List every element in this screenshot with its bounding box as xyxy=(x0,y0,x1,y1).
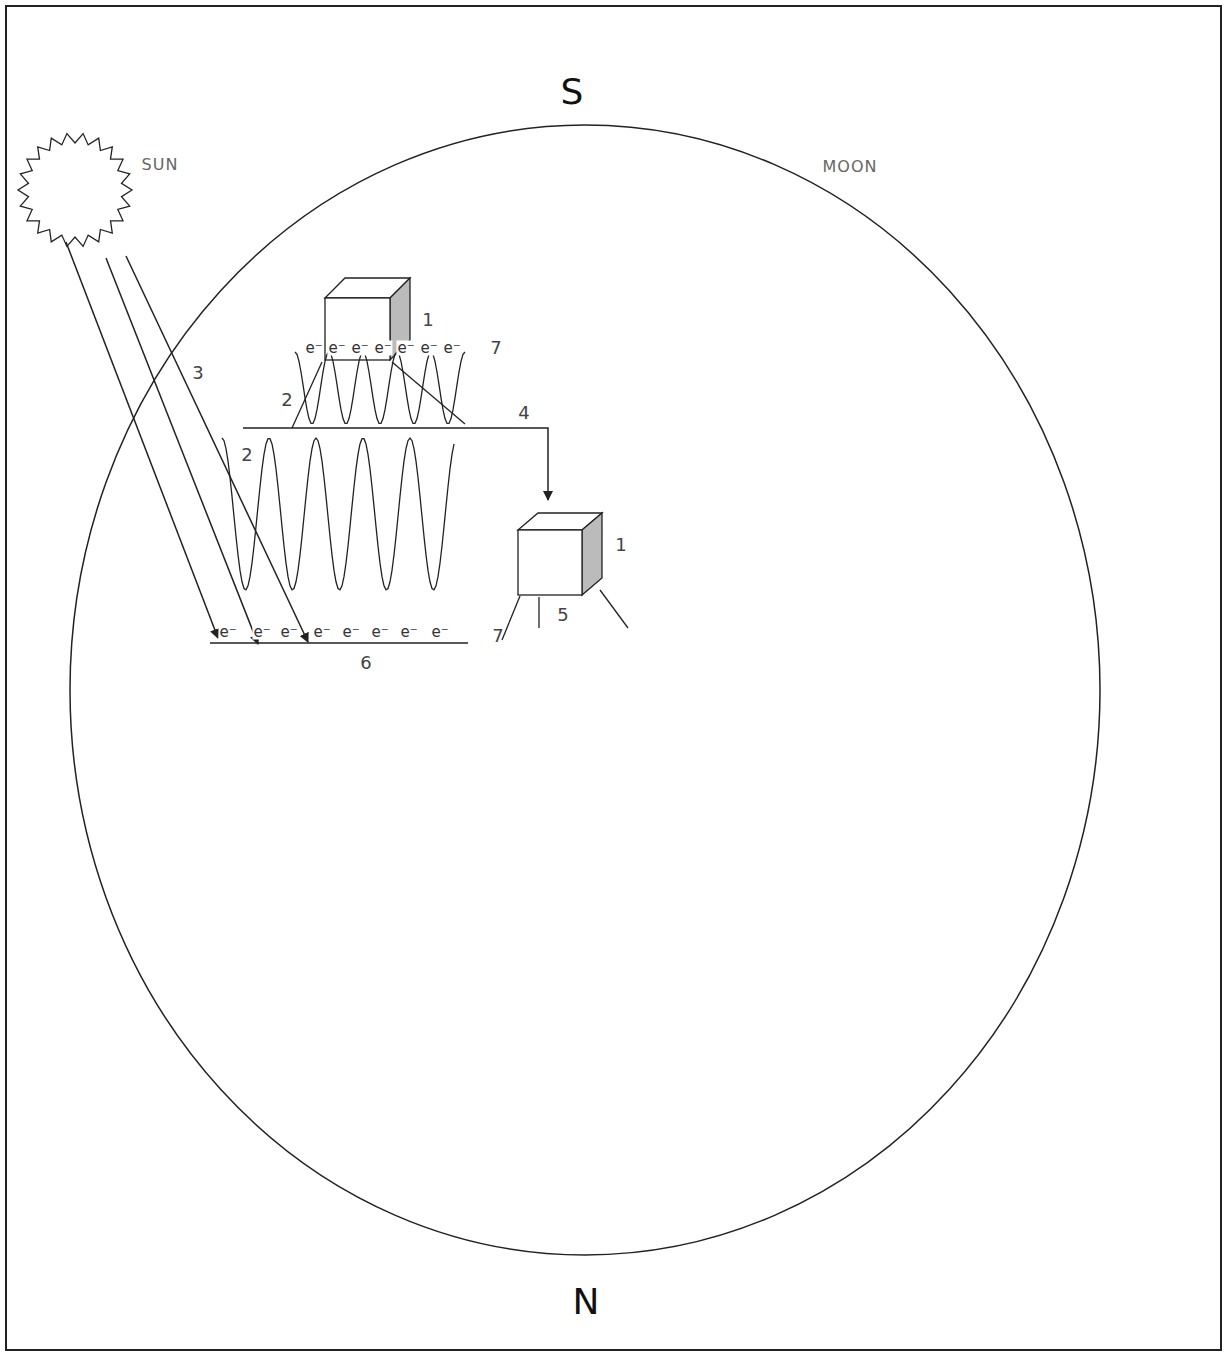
callout-number: 2 xyxy=(241,446,252,464)
top-cube-legs xyxy=(292,362,465,428)
lower-cube-legs xyxy=(502,590,628,640)
electron-label: e⁻ xyxy=(304,341,323,356)
electron-label: e⁻ xyxy=(312,625,331,640)
moon-outline xyxy=(70,125,1100,1255)
callout-number: 1 xyxy=(422,311,433,329)
callout-number: 4 xyxy=(518,404,529,422)
electron-label: e⁻ xyxy=(327,341,346,356)
callout-number: 2 xyxy=(281,391,292,409)
electron-label: e⁻ xyxy=(350,341,369,356)
surface-line-6 xyxy=(210,642,468,644)
electron-label: e⁻ xyxy=(373,341,392,356)
lower-cube xyxy=(518,513,602,595)
callout-number: 1 xyxy=(615,536,626,554)
electron-label: e⁻ xyxy=(399,625,418,640)
frame xyxy=(6,6,1221,1350)
compass-label: N xyxy=(573,1284,600,1320)
body-name: SUN xyxy=(142,157,179,173)
large-wave xyxy=(222,438,454,590)
electron-label: e⁻ xyxy=(279,625,298,640)
electron-label: e⁻ xyxy=(341,625,360,640)
electron-label: e⁻ xyxy=(430,625,449,640)
body-name: MOON xyxy=(823,159,878,175)
callout-number: 3 xyxy=(192,364,203,382)
small-wave xyxy=(295,352,465,423)
electron-label: e⁻ xyxy=(396,341,415,356)
line-4 xyxy=(243,428,548,500)
callout-number: 5 xyxy=(557,606,568,624)
callout-number: 6 xyxy=(360,654,371,672)
electron-label: e⁻ xyxy=(252,625,271,640)
electron-label: e⁻ xyxy=(218,625,237,640)
electron-label: e⁻ xyxy=(419,341,438,356)
callout-number: 7 xyxy=(490,339,501,357)
sun-symbol xyxy=(18,134,132,247)
electron-label: e⁻ xyxy=(442,341,461,356)
compass-label: S xyxy=(561,74,584,110)
callout-number: 7 xyxy=(492,627,503,645)
electron-label: e⁻ xyxy=(370,625,389,640)
